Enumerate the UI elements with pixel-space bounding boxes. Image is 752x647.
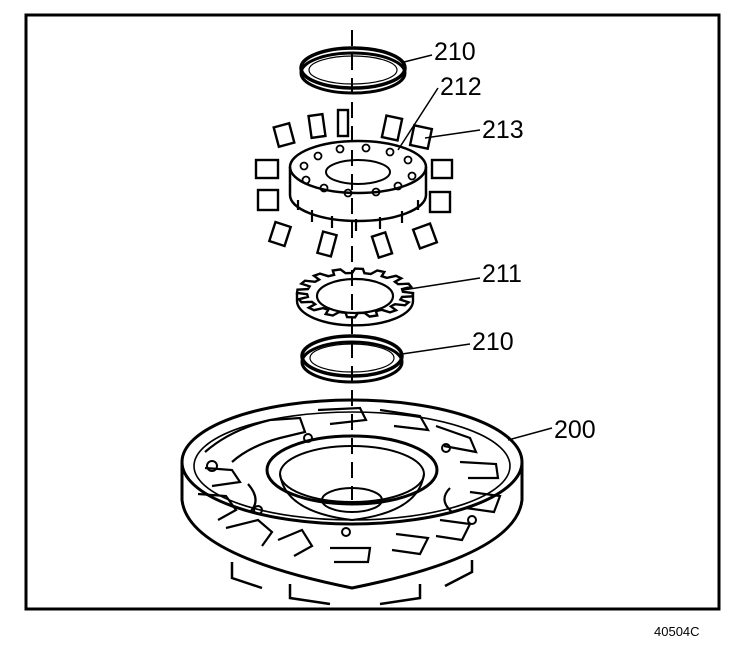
seal-ring-bottom	[300, 334, 404, 384]
callout-200: 200	[554, 416, 596, 444]
callout-213: 213	[482, 116, 524, 144]
vane-ring	[295, 267, 415, 327]
callout-210-bottom: 210	[472, 328, 514, 356]
figure-id: 40504C	[654, 624, 700, 639]
leader-lines	[397, 54, 553, 441]
callout-210-top: 210	[434, 38, 476, 66]
vanes	[254, 108, 454, 260]
callout-212: 212	[440, 73, 482, 101]
vane-ring-side	[295, 293, 415, 327]
callout-211: 211	[482, 260, 522, 288]
pump-body	[180, 398, 524, 606]
rotor	[288, 139, 428, 231]
seal-ring-top	[299, 46, 407, 95]
diagram-frame	[24, 13, 721, 611]
